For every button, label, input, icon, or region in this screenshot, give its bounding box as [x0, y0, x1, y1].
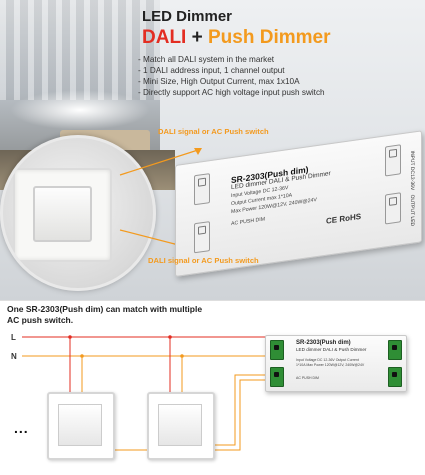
terminal-ac — [194, 221, 210, 254]
subtitle-plus: + — [191, 27, 203, 48]
push-switch-2 — [147, 392, 215, 460]
product-hero: LED Dimmer DALI + Push Dimmer Match all … — [0, 0, 425, 300]
section-divider — [0, 300, 425, 301]
more-switches: ... — [14, 420, 29, 436]
output-label: OUTPUT LED — [409, 194, 415, 227]
terminal-output — [385, 192, 401, 225]
feature-item: Match all DALI system in the market — [138, 54, 325, 65]
module-ac-label: AC PUSH DIM — [296, 376, 319, 380]
subtitle-push: Push Dimmer — [208, 27, 331, 48]
office-photo — [0, 0, 160, 170]
page-title: LED Dimmer — [142, 8, 233, 25]
terminal-block — [270, 367, 284, 387]
dimmer-module: SR-2303(Push dim) LED dimmer DALI & Push… — [265, 335, 407, 392]
signal-label-top: DALI signal or AC Push switch — [158, 127, 269, 136]
terminal-block — [270, 340, 284, 360]
subtitle-dali: DALI — [142, 27, 187, 48]
module-description: LED dimmer DALI & Push Dimmer — [296, 347, 367, 352]
signal-label-bottom: DALI signal or AC Push switch — [148, 256, 259, 265]
diagram-caption: One SR-2303(Push dim) can match with mul… — [7, 304, 203, 325]
feature-item: 1 DALI address input, 1 channel output — [138, 65, 325, 76]
input-label: INPUT DC12-36V — [409, 150, 415, 191]
module-spec: Input Voltage DC 12-36V Output Current 1… — [296, 358, 365, 367]
terminal-block — [388, 367, 402, 387]
feature-item: Directly support AC high voltage input p… — [138, 87, 325, 98]
neutral-label: N — [11, 352, 17, 361]
live-label: L — [11, 333, 16, 342]
module-title: SR-2303(Push dim) — [296, 340, 351, 346]
terminal-dali — [194, 173, 210, 206]
push-switch-1 — [47, 392, 115, 460]
feature-item: Mini Size, High Output Current, max 1x10… — [138, 76, 325, 87]
terminal-block — [388, 340, 402, 360]
terminal-input — [385, 144, 401, 177]
feature-list: Match all DALI system in the market 1 DA… — [138, 54, 325, 98]
page-subtitle: DALI + Push Dimmer — [142, 27, 330, 49]
switch-rocker — [33, 186, 92, 242]
push-switch-photo — [0, 135, 156, 291]
